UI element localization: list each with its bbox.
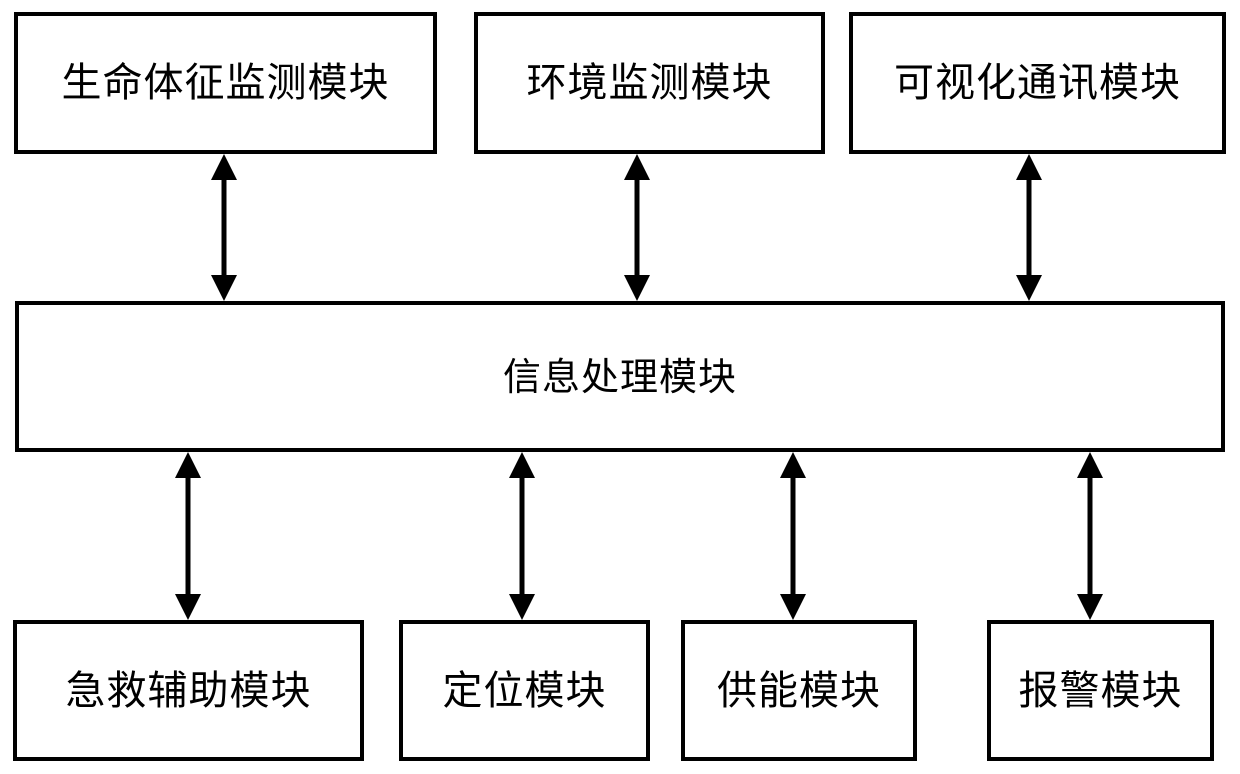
arrowhead-down [1077, 594, 1103, 620]
node-environment-monitoring-module[interactable]: 环境监测模块 [474, 12, 825, 154]
arrowhead-down [509, 594, 535, 620]
node-alarm-module[interactable]: 报警模块 [987, 620, 1214, 761]
connector-processing-to-positioning [502, 452, 542, 620]
node-label-first-aid-assistance-module: 急救辅助模块 [65, 667, 312, 714]
connector-processing-to-alarm [1070, 452, 1110, 620]
arrowhead-up [1016, 154, 1042, 180]
arrowhead-up [175, 452, 201, 478]
node-label-vital-signs-monitoring-module: 生命体征监测模块 [61, 60, 390, 106]
arrowhead-down [1016, 275, 1042, 301]
arrowhead-up [211, 154, 237, 180]
arrowhead-up [780, 452, 806, 478]
node-label-positioning-module: 定位模块 [442, 667, 607, 714]
node-first-aid-assistance-module[interactable]: 急救辅助模块 [13, 620, 364, 761]
connector-environment-to-processing [617, 154, 657, 301]
arrowhead-up [509, 452, 535, 478]
arrowhead-down [211, 275, 237, 301]
node-label-alarm-module: 报警模块 [1018, 667, 1183, 714]
node-label-information-processing-module: 信息处理模块 [502, 354, 737, 399]
arrowhead-down [780, 594, 806, 620]
connector-processing-to-power-supply [773, 452, 813, 620]
arrowhead-down [624, 275, 650, 301]
arrowhead-up [1077, 452, 1103, 478]
arrowhead-down [175, 594, 201, 620]
node-information-processing-module[interactable]: 信息处理模块 [15, 301, 1225, 452]
connector-visual-comm-to-processing [1009, 154, 1049, 301]
node-vital-signs-monitoring-module[interactable]: 生命体征监测模块 [14, 12, 437, 154]
arrowhead-up [624, 154, 650, 180]
node-label-power-supply-module: 供能模块 [717, 667, 881, 714]
node-label-environment-monitoring-module: 环境监测模块 [526, 60, 773, 106]
node-visual-communication-module[interactable]: 可视化通讯模块 [849, 12, 1226, 154]
node-power-supply-module[interactable]: 供能模块 [681, 620, 917, 761]
connector-processing-to-first-aid [168, 452, 208, 620]
node-positioning-module[interactable]: 定位模块 [399, 620, 650, 761]
connector-vital-signs-to-processing [204, 154, 244, 301]
node-label-visual-communication-module: 可视化通讯模块 [894, 60, 1181, 106]
